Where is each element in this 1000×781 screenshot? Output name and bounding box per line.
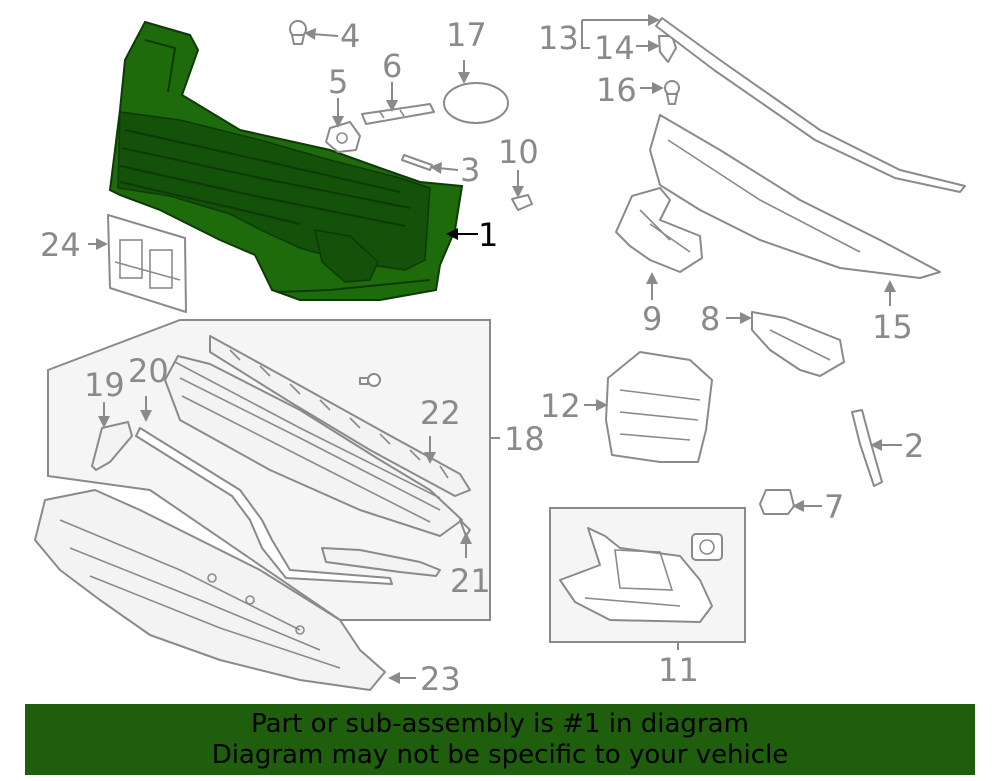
part-7-sensor[interactable] xyxy=(759,489,795,515)
parts-diagram: 1 2 3 4 5 6 7 8 9 10 11 12 13 14 15 16 1… xyxy=(34,14,966,698)
part-3-trim[interactable] xyxy=(401,154,433,171)
callout-22: 22 xyxy=(420,394,461,432)
callout-23: 23 xyxy=(420,660,461,698)
leaders xyxy=(88,14,902,684)
callout-7: 7 xyxy=(824,488,844,526)
part-10-clip[interactable] xyxy=(511,194,533,211)
part-16-clip[interactable] xyxy=(664,80,680,105)
part-9-bracket[interactable] xyxy=(615,187,703,273)
banner-line-2: Diagram may not be specific to your vehi… xyxy=(211,739,789,770)
callout-8: 8 xyxy=(700,300,720,338)
part-15-molding[interactable] xyxy=(649,114,941,279)
callout-24: 24 xyxy=(40,226,81,264)
callout-12: 12 xyxy=(540,387,581,425)
part-12-bracket[interactable] xyxy=(605,351,713,463)
callout-9: 9 xyxy=(642,300,662,338)
part-24-license-bracket[interactable] xyxy=(107,214,187,313)
part-2-trim[interactable] xyxy=(851,409,883,487)
part-1-bumper-cover[interactable] xyxy=(108,20,464,301)
part-4-clip[interactable] xyxy=(289,20,307,45)
part-13-molding[interactable] xyxy=(655,17,966,193)
callout-14: 14 xyxy=(594,29,635,67)
callout-13: 13 xyxy=(538,19,579,57)
part-6-retainer[interactable] xyxy=(361,103,435,125)
callout-10: 10 xyxy=(498,133,539,171)
part-18-grille-group[interactable] xyxy=(47,319,491,621)
callout-1: 1 xyxy=(478,216,498,254)
callout-2: 2 xyxy=(904,427,924,465)
callout-21: 21 xyxy=(450,562,491,600)
part-5-bracket[interactable] xyxy=(325,121,361,153)
callout-18: 18 xyxy=(504,420,545,458)
part-17-emblem[interactable] xyxy=(443,82,509,124)
part-11-foglamp-group[interactable] xyxy=(549,507,746,643)
callout-11: 11 xyxy=(658,651,699,689)
part-8-bracket[interactable] xyxy=(751,311,845,377)
part-23-under-cover[interactable] xyxy=(34,489,386,691)
callout-16: 16 xyxy=(596,71,637,109)
callout-20: 20 xyxy=(128,352,169,390)
callout-6: 6 xyxy=(382,47,402,85)
info-banner: Part or sub-assembly is #1 in diagram Di… xyxy=(25,704,975,775)
callout-15: 15 xyxy=(872,308,913,346)
callout-3: 3 xyxy=(460,151,480,189)
callout-labels: 1 2 3 4 5 6 7 8 9 10 11 12 13 14 15 16 1… xyxy=(40,16,924,698)
banner-line-1: Part or sub-assembly is #1 in diagram xyxy=(251,708,749,739)
callout-5: 5 xyxy=(328,63,348,101)
callout-17: 17 xyxy=(446,16,487,54)
callout-4: 4 xyxy=(340,17,360,55)
callout-19: 19 xyxy=(84,366,125,404)
